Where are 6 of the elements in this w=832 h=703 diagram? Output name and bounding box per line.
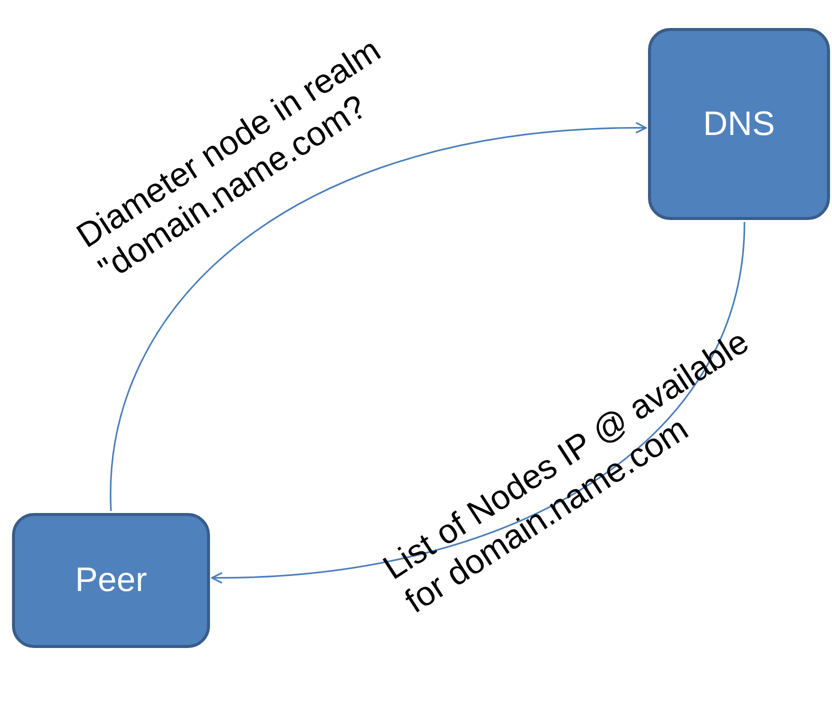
arrow	[110, 122, 647, 512]
node-label: DNS	[703, 104, 775, 144]
process-box	[12, 513, 210, 648]
process-box	[648, 28, 830, 220]
node-label: Peer	[75, 561, 147, 600]
arrow	[211, 222, 746, 584]
